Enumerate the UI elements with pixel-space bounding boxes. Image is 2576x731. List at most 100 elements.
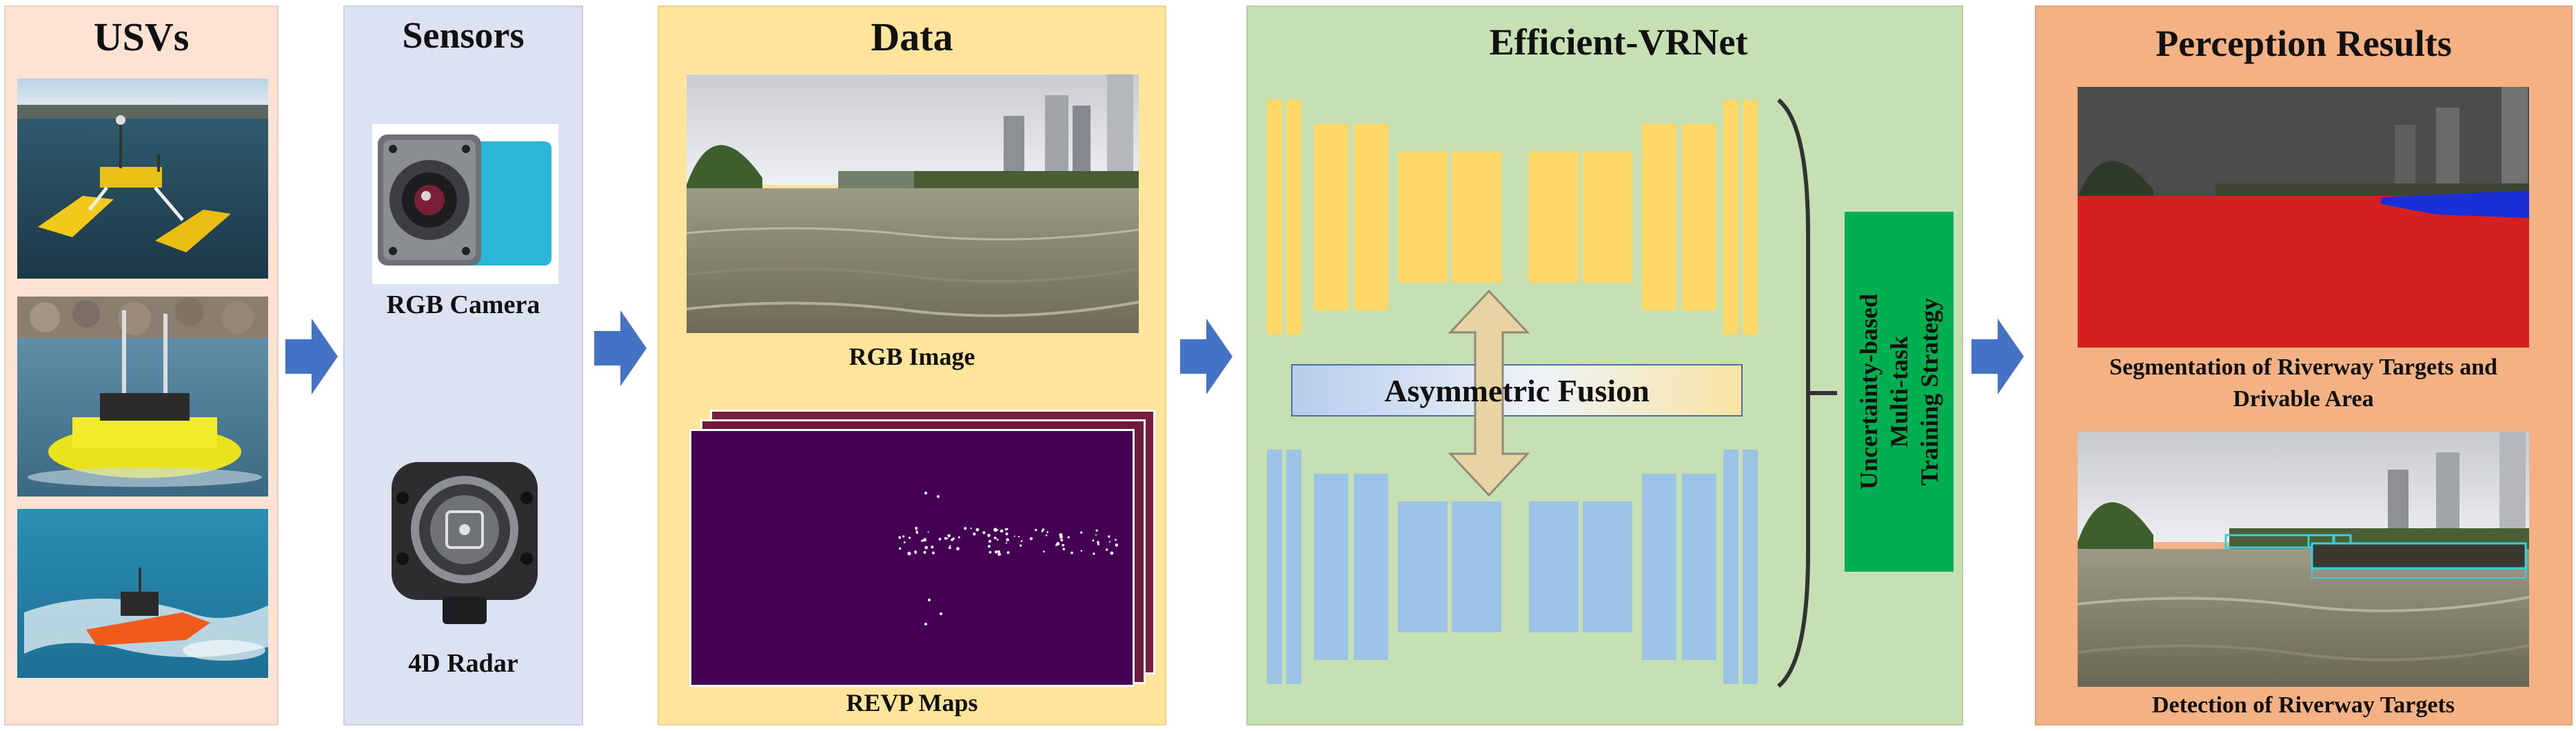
radar-point	[973, 532, 976, 536]
radar-point	[1000, 529, 1004, 533]
detection-result-image	[2078, 432, 2529, 687]
radar-point	[1005, 542, 1008, 544]
radar-point	[1067, 536, 1070, 539]
revp-map-image	[689, 429, 1135, 687]
rgb-encoder-block-4	[1354, 124, 1388, 310]
usvs-panel: USVs	[4, 6, 278, 725]
revp-maps-label: REVP Maps	[846, 689, 978, 717]
radar-decoder-block-5	[1723, 450, 1738, 684]
radar-point	[903, 541, 906, 543]
radar-point	[937, 495, 940, 498]
radar-point	[1006, 551, 1010, 554]
radar-point	[1042, 528, 1045, 531]
radar-point	[923, 538, 927, 542]
rgb-decoder-block-5	[1723, 100, 1738, 334]
rgb-encoder-block-1	[1267, 100, 1282, 334]
radar-point	[1056, 542, 1060, 545]
radar-point	[923, 550, 926, 554]
rgb-river-image	[687, 74, 1139, 333]
radar-point	[1006, 538, 1009, 541]
rgb-camera-label: RGB Camera	[386, 290, 540, 319]
strategy-line-3: Training Strategy	[1916, 297, 1943, 486]
rgb-decoder-block-6	[1743, 100, 1758, 334]
radar-point	[924, 545, 929, 550]
radar-decoder-block-3	[1642, 474, 1676, 660]
radar-encoder-block-4	[1354, 474, 1388, 660]
rgb-encoder-block-2	[1286, 100, 1301, 334]
radar-point	[1042, 550, 1045, 553]
radar-point	[924, 492, 927, 494]
radar-point	[1115, 539, 1117, 541]
radar-point	[946, 537, 949, 539]
radar-point	[1071, 551, 1073, 554]
asymmetric-fusion-bar	[1291, 364, 1743, 417]
radar-point	[982, 531, 986, 534]
radar-point	[1060, 539, 1064, 542]
radar-point	[975, 528, 980, 532]
radar-point	[964, 527, 967, 530]
detection-result-label: Detection of Riverway Targets	[2151, 692, 2455, 718]
sensors-panel: Sensors RGB Camera 4D Radar	[343, 6, 583, 725]
network-panel: Efficient-VRNet Asymmetric Fusion Uncert…	[1246, 6, 1963, 725]
radar-point	[1017, 536, 1020, 538]
flow-arrow-sensors-to-data	[594, 310, 647, 386]
radar-encoder-block-6	[1452, 501, 1501, 632]
radar-point	[915, 528, 917, 530]
usvs-title: USVs	[93, 14, 190, 59]
radar-point	[928, 599, 931, 601]
radar-point	[994, 550, 998, 554]
results-panel: Perception Results Segmentation of River…	[2035, 6, 2573, 725]
multi-task-strategy-box: Uncertainty-based Multi-task Training St…	[1845, 212, 1954, 572]
radar-point	[1059, 535, 1063, 539]
radar-point	[940, 612, 942, 615]
radar-point	[1095, 534, 1097, 536]
radar-point	[1106, 548, 1108, 551]
radar-point	[898, 536, 902, 539]
radar-point	[947, 534, 951, 538]
rgb-encoder-block-6	[1452, 152, 1501, 283]
radar-point	[996, 539, 999, 541]
data-panel: Data RGB Image	[658, 6, 1166, 725]
radar-point	[902, 535, 905, 538]
radar-point	[927, 531, 929, 533]
radar-point	[957, 536, 960, 539]
segmentation-result-image	[2078, 87, 2529, 348]
radar-point	[1021, 540, 1023, 542]
multi-task-strategy-text: Uncertainty-based Multi-task Training St…	[1854, 294, 1945, 490]
radar-point	[907, 552, 911, 556]
radar-encoder-block-5	[1398, 501, 1448, 632]
radar-point	[1093, 552, 1095, 555]
sensors-title: Sensors	[402, 14, 525, 56]
radar-point	[993, 528, 997, 532]
radar-point	[1097, 541, 1099, 543]
radar-point	[1029, 537, 1033, 541]
radar-point	[1108, 541, 1111, 543]
radar-point	[997, 552, 1002, 557]
radar-point	[1080, 531, 1083, 534]
4d-radar-label: 4D Radar	[408, 649, 518, 678]
results-title: Perception Results	[2156, 23, 2452, 64]
rgb-decoder-block-2	[1583, 152, 1632, 283]
fusion-double-arrow	[1448, 290, 1530, 497]
4d-radar-icon	[379, 455, 550, 628]
radar-point	[916, 532, 918, 534]
radar-point	[944, 537, 947, 540]
radar-point	[1005, 532, 1008, 536]
usv-photo-round-boat	[17, 297, 268, 497]
usv-photo-speed-boat	[17, 509, 268, 678]
usv-photo-catamaran	[17, 79, 268, 279]
strategy-line-2: Multi-task	[1885, 336, 1913, 448]
data-title: Data	[871, 14, 953, 59]
rgb-encoder-block-3	[1314, 124, 1348, 310]
radar-point	[1080, 550, 1082, 552]
radar-point	[1045, 534, 1048, 537]
radar-point	[949, 547, 951, 550]
radar-point	[908, 537, 911, 539]
rgb-image-label: RGB Image	[849, 343, 975, 370]
radar-decoder-block-1	[1529, 501, 1579, 632]
rgb-decoder-block-4	[1682, 124, 1716, 310]
radar-point	[1097, 543, 1100, 545]
radar-point	[988, 539, 992, 543]
radar-point	[938, 537, 942, 541]
radar-point	[952, 537, 955, 540]
